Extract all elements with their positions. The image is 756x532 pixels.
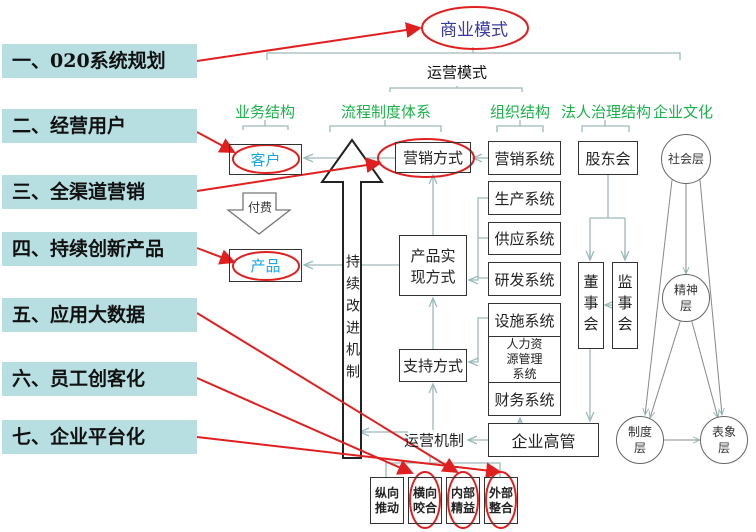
org-finance-system: 财务系统: [488, 382, 561, 416]
board-box: 董事会: [578, 262, 604, 349]
marketing-method-box: 营销方式: [395, 142, 471, 173]
culture-appearance-layer: 表象层: [700, 416, 748, 464]
pay-label: 付费: [247, 200, 273, 215]
label-o2o-planning: 一、020系统规划: [2, 44, 197, 78]
supervisors-box: 监事会: [612, 262, 638, 349]
label-platform: 七、企业平台化: [2, 420, 197, 454]
operating-mechanism: 运营机制: [403, 431, 465, 450]
bottom-horizontal-mesh: 横向咬合: [408, 477, 442, 524]
label-big-data: 五、应用大数据: [2, 298, 197, 332]
header-org: 组织结构: [489, 103, 551, 121]
product-box: 产品: [229, 249, 302, 282]
bottom-vertical-push: 纵向推动: [370, 477, 404, 524]
org-hr-system: 人力资源管理系统: [488, 336, 561, 383]
product-method-box: 产品实现方式: [399, 235, 467, 296]
executives-box: 企业高管: [488, 423, 599, 457]
label-employee-maker: 六、员工创客化: [2, 362, 197, 396]
shareholders-box: 股东会: [578, 141, 638, 175]
bottom-external-integration: 外部整合: [484, 477, 518, 524]
org-rd-system: 研发系统: [488, 262, 561, 296]
org-production-system: 生产系统: [488, 181, 561, 215]
header-process: 流程制度体系: [340, 103, 432, 121]
culture-social-layer: 社会层: [661, 134, 711, 184]
bottom-internal-lean: 内部精益: [446, 477, 480, 524]
org-marketing-system: 营销系统: [488, 141, 561, 175]
culture-spirit-layer: 精神层: [662, 274, 710, 322]
culture-institution-layer: 制度层: [616, 416, 664, 464]
header-business: 业务结构: [234, 103, 296, 121]
label-product-innovation: 四、持续创新产品: [2, 232, 197, 266]
continuous-improvement-label: 持续改进机制: [344, 254, 360, 386]
label-user-operation: 二、经营用户: [2, 109, 197, 143]
operating-model: 运营模式: [426, 63, 488, 82]
header-governance: 法人治理结构: [560, 103, 652, 121]
support-method-box: 支持方式: [399, 349, 467, 382]
label-omnichannel-marketing: 三、全渠道营销: [2, 175, 197, 209]
customer-box: 客户: [229, 144, 302, 175]
org-facility-system: 设施系统: [488, 303, 561, 337]
business-model: 商业模式: [440, 20, 508, 41]
org-supply-system: 供应系统: [488, 222, 561, 255]
header-culture: 企业文化: [652, 103, 714, 121]
down-arrow: [226, 192, 292, 235]
